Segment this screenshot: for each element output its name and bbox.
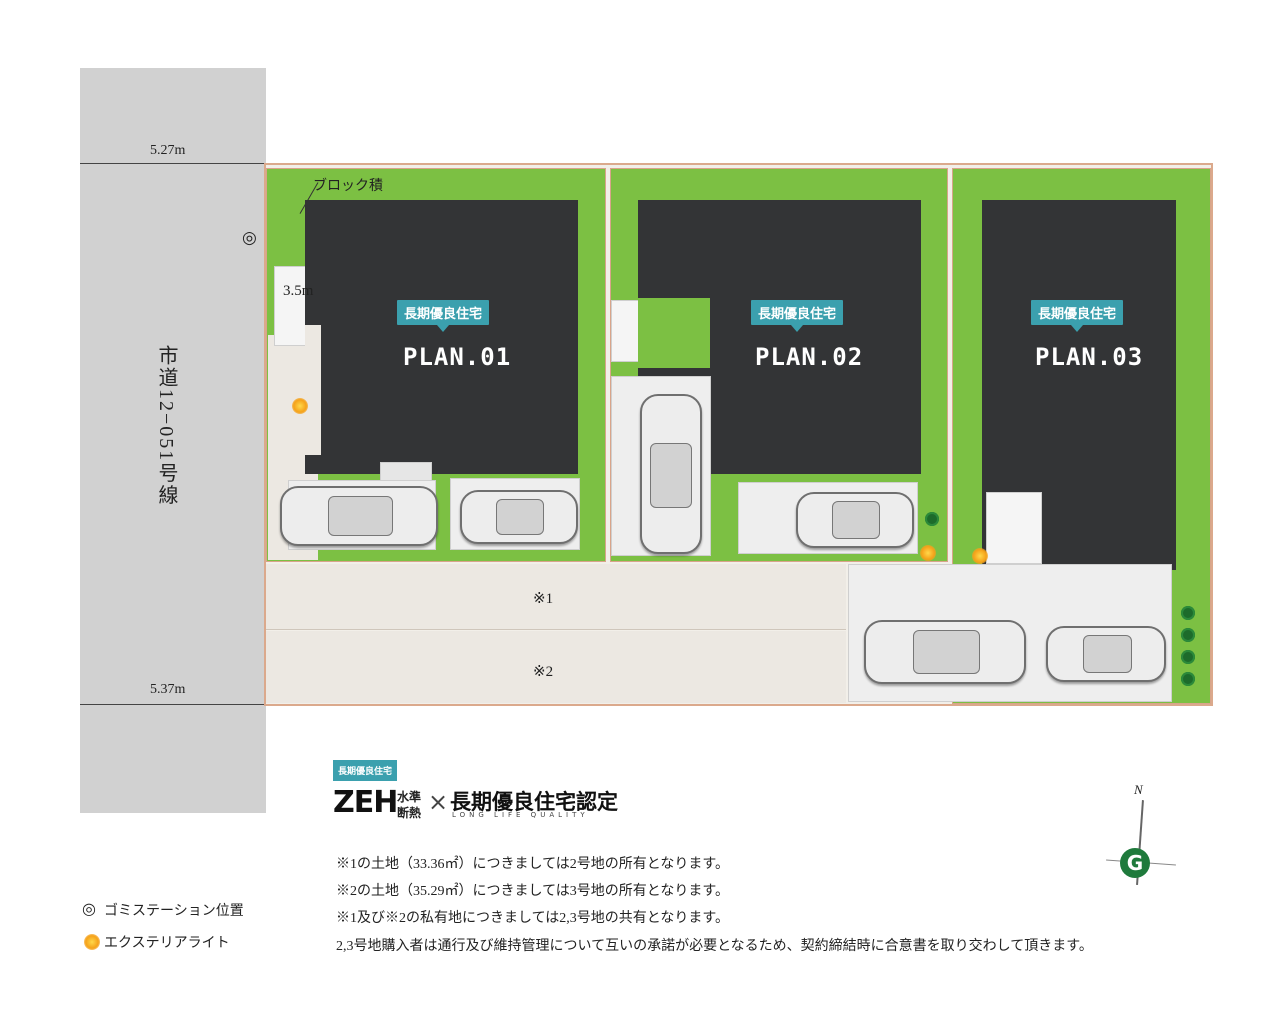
compass-north-label: N	[1134, 782, 1143, 797]
road-width-bottom: 5.37m	[150, 682, 186, 697]
logo-zeh-sub2: 断熱	[397, 806, 422, 820]
exterior-light-lot2	[920, 545, 936, 561]
road-width-top: 5.27m	[150, 143, 186, 158]
car-lot2-a	[640, 394, 702, 554]
lot-3-entrance	[986, 492, 1042, 564]
house-plan-02-notch	[638, 298, 710, 368]
shrub-lot3-4	[1181, 672, 1195, 686]
label-plan-03: PLAN.03	[1035, 343, 1144, 371]
label-plan-02: PLAN.02	[755, 343, 864, 371]
label-plan-01: PLAN.01	[403, 343, 512, 371]
logo-sub: LONG LIFE QUALITY	[452, 811, 589, 819]
shrub-lot2	[925, 512, 939, 526]
note-4: 2,3号地購入者は通行及び維持管理について互いの承諾が必要となるため、契約締結時…	[336, 939, 1093, 954]
shrub-lot3-1	[1181, 606, 1195, 620]
shrub-lot3-2	[1181, 628, 1195, 642]
private-road-2-label: ※2	[533, 664, 554, 680]
width-3-5-label: 3.5m	[283, 283, 314, 299]
exterior-light-lot1	[292, 398, 308, 414]
house-plan-01-notch	[305, 325, 321, 455]
exterior-light-lot3	[972, 548, 988, 564]
car-lot1-b	[460, 490, 578, 544]
badge-plan-02: 長期優良住宅	[751, 300, 844, 332]
house-plan-01	[305, 200, 578, 474]
legend-light-label: エクステリアライト	[104, 936, 230, 951]
road-name: 市道12−051号線	[155, 345, 177, 507]
legend-garbage-icon: ◎	[82, 901, 96, 918]
badge-plan-03: 長期優良住宅	[1031, 300, 1124, 332]
logo-zeh-sub1: 水準	[397, 790, 422, 804]
dimension-line-top	[80, 163, 266, 164]
badge-plan-01: 長期優良住宅	[397, 300, 490, 332]
note-3: ※1及び※2の私有地につきましては2,3号地の共有となります。	[336, 911, 729, 926]
dimension-line-bottom	[80, 704, 266, 705]
car-lot3-b	[1046, 626, 1166, 682]
private-road-1-label: ※1	[533, 591, 554, 607]
logo-title: 長期優良住宅認定	[450, 790, 618, 814]
note-2: ※2の土地（35.29㎡）につきましては3号地の所有となります。	[336, 884, 729, 899]
logo-times: ×	[428, 788, 449, 816]
private-road-2	[266, 631, 846, 703]
city-road	[80, 68, 266, 813]
compass-icon: G	[1120, 848, 1150, 878]
block-wall-label: ブロック積	[313, 179, 383, 194]
shrub-lot3-3	[1181, 650, 1195, 664]
private-road-1	[266, 564, 846, 630]
garbage-station-icon: ◎	[242, 228, 257, 247]
legend-garbage-label: ゴミステーション位置	[104, 904, 244, 919]
car-lot3-a	[864, 620, 1026, 684]
car-lot2-b	[796, 492, 914, 548]
note-1: ※1の土地（33.36㎡）につきましては2号地の所有となります。	[336, 857, 729, 872]
logo-badge: 長期優良住宅	[333, 760, 398, 781]
legend-light-icon	[84, 934, 100, 950]
car-lot1-a	[280, 486, 438, 546]
logo-zeh: ZEH	[333, 785, 398, 820]
